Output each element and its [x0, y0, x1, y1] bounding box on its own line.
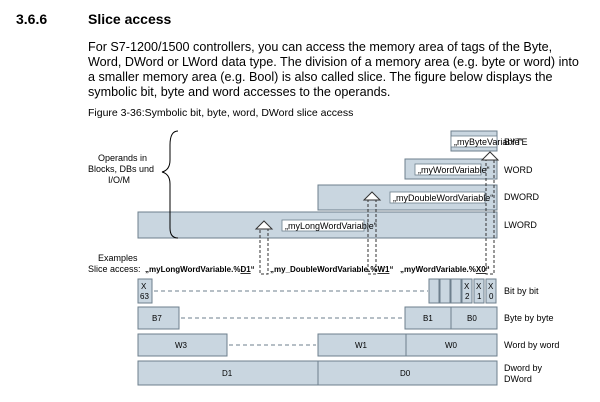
cell-b0: B0 [467, 314, 477, 323]
bit-0-num: 0 [489, 292, 494, 301]
bit-63-x: X [141, 282, 147, 291]
figure-caption: Figure 3-36:Symbolic bit, byte, word, DW… [88, 107, 354, 119]
bit-63-num: 63 [140, 292, 149, 301]
cell-d1: D1 [222, 369, 233, 378]
row-dword-label-2: DWord [504, 374, 532, 384]
cell-b1: B1 [423, 314, 433, 323]
operands-label-2: Blocks, DBs und [88, 164, 154, 174]
cell-w0: W0 [445, 341, 458, 350]
bit-2-num: 2 [465, 292, 470, 301]
slice-access-label: Slice access: [88, 264, 141, 274]
cell-w3: W3 [175, 341, 188, 350]
operands-label-3: I/O/M [108, 175, 130, 185]
example-lword: „myLongWordVariable.%D1“ [145, 265, 255, 274]
size-lword: LWORD [504, 220, 537, 230]
tag-word: „myWordVariable“ [418, 165, 490, 175]
examples-label: Examples [98, 253, 138, 263]
size-byte: BYTE [504, 137, 528, 147]
bit-2-x: X [464, 282, 470, 291]
bit-1-x: X [476, 282, 482, 291]
curly-brace [161, 130, 179, 239]
row-dword-label-1: Dword by [504, 363, 543, 373]
cell-b7: B7 [152, 314, 162, 323]
tag-lword: „myLongWordVariable“ [285, 221, 377, 231]
tag-dword: „myDoubleWordVariable“ [393, 193, 493, 203]
row-word-label: Word by word [504, 340, 559, 350]
section-title: Slice access [88, 11, 172, 27]
row-bit-label: Bit by bit [504, 286, 539, 296]
size-word: WORD [504, 165, 533, 175]
bit-1-num: 1 [477, 292, 482, 301]
example-dword: „my_DoubleWordVariable.%W1“ [270, 265, 393, 274]
row-byte-label: Byte by byte [504, 313, 554, 323]
example-word: „myWordVariable.%X0“ [400, 265, 490, 274]
body-paragraph: For S7-1200/1500 controllers, you can ac… [88, 40, 579, 99]
operands-label-1: Operands in [98, 153, 147, 163]
tag-byte: „myByteVariable“ [454, 137, 522, 147]
section-number: 3.6.6 [16, 11, 48, 27]
cell-d0: D0 [400, 369, 411, 378]
size-dword: DWORD [504, 192, 539, 202]
cell-w1: W1 [355, 341, 368, 350]
bit-0-x: X [488, 282, 494, 291]
